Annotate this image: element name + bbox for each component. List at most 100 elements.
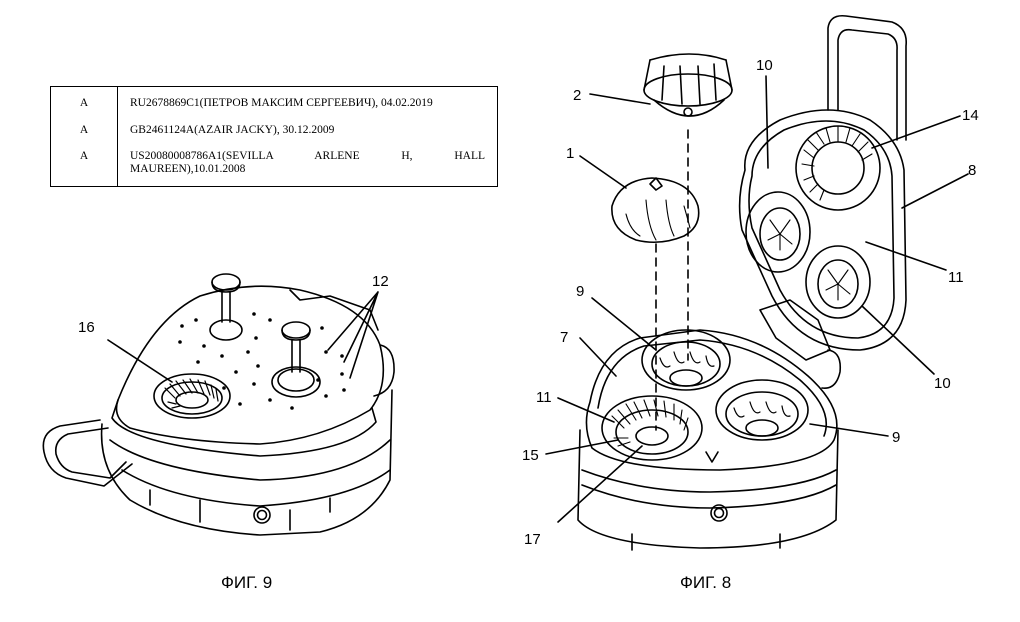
label-8: 8 [968, 162, 976, 179]
lid-cavity [745, 191, 811, 273]
citation-category: A [79, 150, 89, 162]
leader-2 [589, 93, 651, 105]
cavity-ribs [659, 351, 715, 368]
cavity [641, 329, 731, 391]
button [710, 504, 728, 522]
lid-edge [111, 399, 377, 457]
figure-8-caption: ФИГ. 8 [680, 573, 732, 592]
handle-inner [54, 427, 127, 479]
cavity [715, 379, 809, 441]
base-body [100, 389, 393, 536]
citation-category: A [79, 97, 89, 109]
cap-star [649, 177, 663, 191]
cap-part [611, 177, 700, 244]
lid-spiral-center [811, 141, 865, 195]
leader-11 [557, 397, 615, 423]
knob-base [209, 319, 243, 341]
base-seam [109, 439, 391, 481]
cavity-bottom [669, 369, 703, 387]
leader-17 [557, 445, 643, 523]
knob-cap [281, 321, 311, 339]
opening-ring [161, 381, 223, 415]
lid-cavity-inner [817, 259, 859, 309]
hinge-pin [821, 349, 842, 389]
button [253, 506, 271, 524]
label-14: 14 [962, 107, 979, 124]
leader-9 [591, 297, 657, 351]
button-inner [256, 509, 268, 521]
spiral-ring [615, 409, 689, 455]
spiral-center [635, 426, 669, 446]
lid-inner-rim [748, 120, 895, 339]
knob-cap [211, 273, 241, 291]
base-plate-rim [597, 339, 828, 437]
opening-outer [153, 373, 231, 419]
label-7: 7 [560, 329, 568, 346]
cavity-bottom [745, 419, 779, 437]
knob-ring [271, 366, 321, 398]
figure-8-drawing [545, 14, 969, 551]
feet [149, 489, 331, 531]
vanes [164, 378, 219, 409]
leader-1 [579, 155, 627, 189]
lid-handle [827, 14, 908, 141]
cavity-ribs [767, 219, 793, 251]
cavity-ribs [733, 401, 791, 418]
figure-9-drawing [42, 273, 395, 536]
leader-10 [765, 75, 769, 169]
crown-center [683, 107, 693, 117]
crown-top [649, 53, 727, 61]
label-1: 1 [566, 145, 574, 162]
citation-category: A [79, 124, 89, 136]
lid-handle-inner [837, 28, 898, 141]
label-16: 16 [78, 319, 95, 336]
feet [631, 533, 781, 551]
leader-12 [327, 291, 379, 379]
crown-rim [643, 73, 733, 107]
citation-table: A RU2678869C1(ПЕТРОВ МАКСИМ СЕРГЕЕВИЧ), … [50, 86, 498, 187]
base-plate [585, 329, 838, 471]
hinge-bracket [289, 289, 379, 331]
crown-prongs [643, 59, 733, 105]
citation-text: US20080008786A1(SEVILLA ARLENE H, HALL [130, 150, 485, 162]
base-seam [581, 469, 837, 493]
label-9: 9 [576, 283, 584, 300]
vanes [801, 125, 873, 201]
spiral-cavity [601, 395, 703, 461]
notch [705, 451, 719, 463]
handle [42, 419, 133, 487]
opening-center [175, 391, 209, 409]
lid-cavity-inner [759, 207, 801, 261]
leader-16 [107, 339, 173, 383]
label-12: 12 [372, 273, 389, 290]
base-seam [581, 484, 837, 509]
label-11: 11 [536, 389, 552, 406]
label-10: 10 [934, 375, 951, 392]
table-divider [117, 87, 118, 186]
cap-ridges [625, 199, 691, 241]
label-10: 10 [756, 57, 773, 74]
leader-9 [809, 423, 889, 437]
leader-7 [579, 337, 617, 377]
label-2: 2 [573, 87, 581, 104]
leader-8 [901, 173, 969, 209]
citation-text: MAUREEN),10.01.2008 [130, 163, 246, 175]
lid-cavity [805, 245, 871, 319]
label-11: 11 [948, 269, 964, 286]
vanes [611, 399, 689, 447]
leader-15 [545, 439, 619, 455]
label-9: 9 [892, 429, 900, 446]
base-body [577, 429, 839, 549]
cavity-ribs [825, 269, 851, 301]
perforations [178, 312, 346, 410]
citation-text: RU2678869C1(ПЕТРОВ МАКСИМ СЕРГЕЕВИЧ), 04… [130, 97, 433, 109]
lid [738, 109, 907, 351]
knob-stem [221, 291, 231, 323]
lid-top [115, 285, 385, 445]
knob-cap-side [281, 329, 311, 341]
hinge [373, 344, 395, 397]
label-17: 17 [524, 531, 541, 548]
label-15: 15 [522, 447, 539, 464]
figure-9-caption: ФИГ. 9 [221, 573, 273, 592]
